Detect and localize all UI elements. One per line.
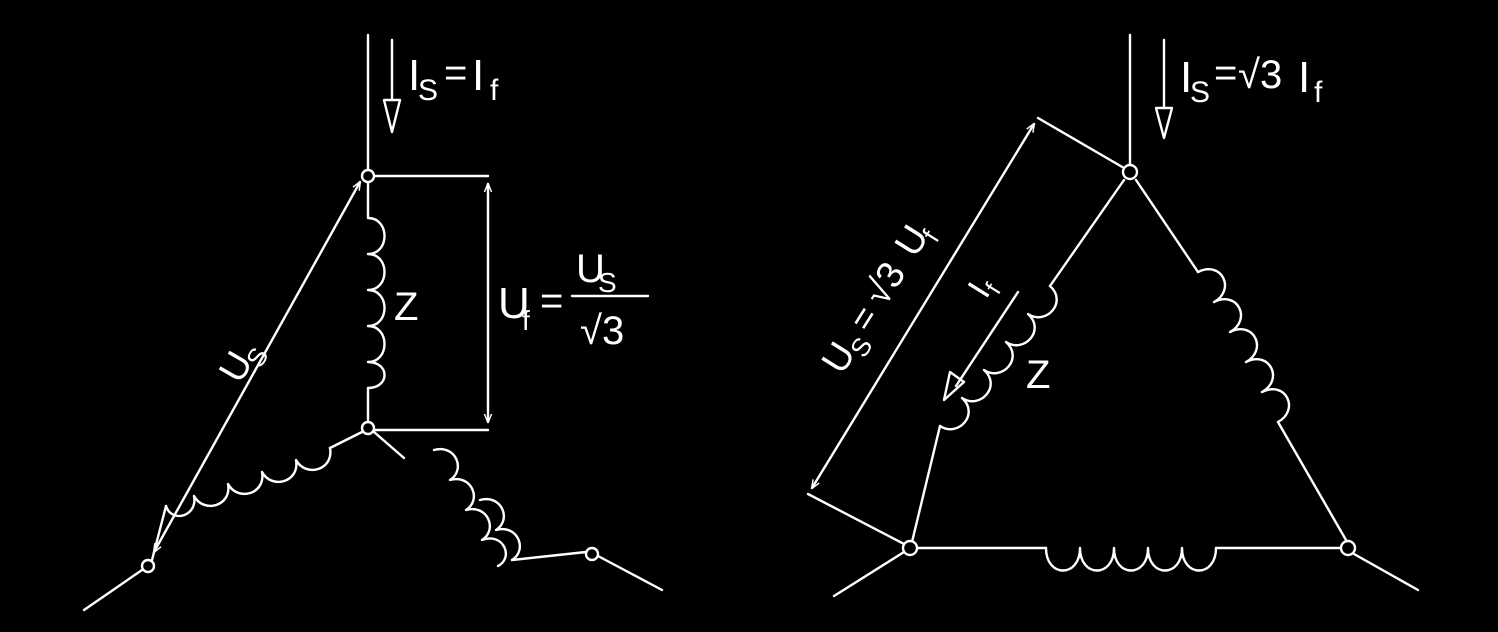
star-uf-sub: f bbox=[522, 305, 530, 336]
delta-right-outgoing bbox=[1352, 552, 1420, 592]
star-ls-main: I bbox=[408, 51, 420, 100]
delta-line-current-label: I S = √3 I f bbox=[1180, 51, 1323, 109]
delta-connection bbox=[806, 33, 1420, 598]
star-ls-rhs-sub: f bbox=[490, 74, 499, 107]
delta-ls-rhs: I bbox=[1298, 53, 1310, 102]
star-impedance-label: Z bbox=[394, 285, 418, 329]
delta-right-winding-lead bbox=[1134, 178, 1200, 274]
star-right-outgoing bbox=[596, 554, 664, 592]
star-winding-right-coil-2 bbox=[478, 497, 522, 562]
star-winding-left-coil bbox=[164, 446, 332, 518]
star-ls-eq: = bbox=[444, 51, 467, 95]
star-winding-top-coil bbox=[366, 216, 386, 390]
delta-ls-eq: = bbox=[1214, 51, 1237, 95]
delta-right-terminal bbox=[1339, 539, 1357, 557]
delta-voltage-bracket-bottom bbox=[806, 492, 906, 546]
star-neutral-point bbox=[360, 420, 376, 436]
delta-bottom-winding-coil bbox=[1044, 546, 1218, 572]
star-winding-right-tail bbox=[510, 550, 588, 562]
star-ls-sub: S bbox=[418, 74, 438, 107]
star-line-current-label: I S = I f bbox=[408, 51, 499, 107]
star-current-arrow-head bbox=[382, 98, 402, 134]
star-line-voltage-arrow bbox=[154, 182, 360, 552]
star-phase-voltage-label: U f = U S √3 bbox=[498, 247, 650, 353]
delta-ls-rhs-sub: f bbox=[1314, 76, 1323, 109]
delta-ls-main: I bbox=[1180, 53, 1192, 102]
delta-ls-coef: √3 bbox=[1238, 53, 1282, 97]
star-uf-eq: = bbox=[540, 279, 563, 323]
star-line-voltage-label: U S bbox=[211, 342, 274, 389]
delta-right-winding-coil bbox=[1196, 268, 1290, 424]
delta-phase-current-arrow-head bbox=[942, 370, 966, 402]
delta-line-voltage-arrow bbox=[812, 124, 1034, 488]
star-winding-right-coil bbox=[432, 447, 508, 568]
delta-left-outgoing bbox=[832, 550, 906, 598]
star-uf-num: U bbox=[576, 247, 605, 291]
star-ls-rhs: I bbox=[472, 51, 484, 100]
star-winding-left-lead bbox=[328, 430, 364, 450]
delta-impedance-label: Z bbox=[1026, 353, 1050, 397]
star-top-terminal bbox=[360, 168, 376, 184]
delta-left-terminal bbox=[901, 539, 919, 557]
star-uf-num-sub: S bbox=[598, 267, 617, 298]
delta-top-terminal bbox=[1121, 163, 1139, 181]
delta-phase-current-label: I f bbox=[961, 276, 1007, 304]
star-winding-right-lead bbox=[372, 430, 406, 460]
delta-left-winding-lead bbox=[1048, 178, 1126, 288]
star-left-terminal bbox=[140, 558, 156, 574]
delta-ls-sub: S bbox=[1190, 76, 1210, 109]
star-uf-main: U bbox=[498, 279, 530, 328]
delta-us-coef: √3 bbox=[856, 255, 914, 313]
delta-left-winding-tail bbox=[910, 424, 942, 544]
star-right-terminal bbox=[584, 546, 600, 562]
delta-voltage-bracket-top bbox=[1036, 116, 1126, 170]
star-uf-den: √3 bbox=[580, 309, 624, 353]
star-left-outgoing bbox=[82, 568, 144, 612]
delta-current-arrow-head bbox=[1154, 106, 1174, 140]
delta-right-winding-tail bbox=[1276, 420, 1348, 542]
star-connection bbox=[82, 33, 664, 612]
delta-phase-current-arrow-shaft bbox=[954, 290, 1020, 388]
